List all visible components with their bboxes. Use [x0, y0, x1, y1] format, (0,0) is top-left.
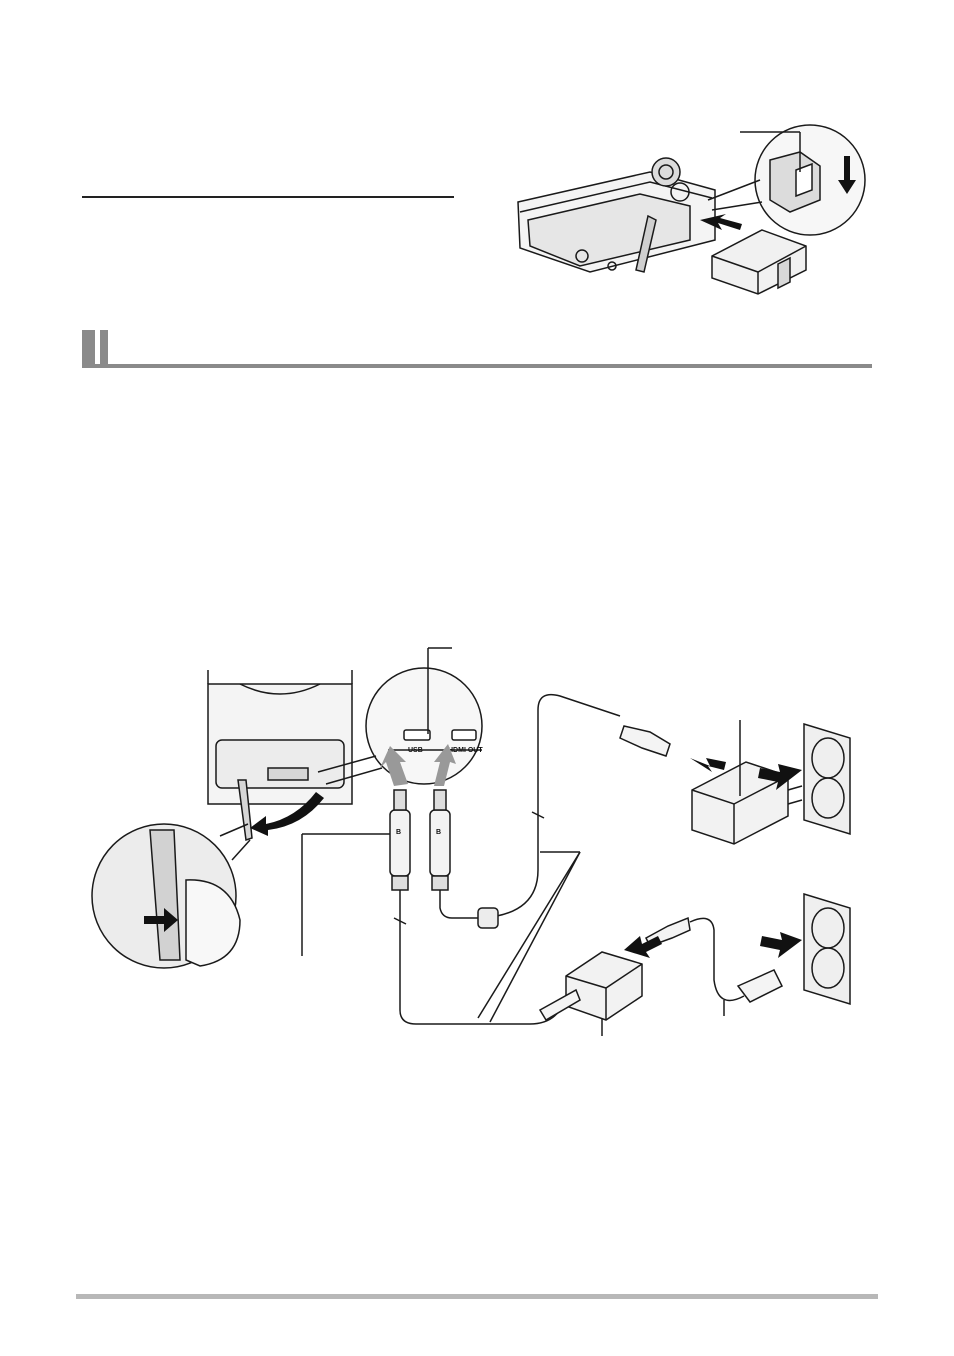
usb-port-label: USB — [408, 747, 423, 754]
hdmi-port — [451, 729, 477, 741]
arrow-plug-lower-outlet-icon — [760, 932, 802, 958]
micro-usb-plug-left — [389, 809, 411, 877]
arrow-unplug-upper-icon — [690, 758, 726, 772]
usb-cable-upper — [439, 693, 621, 919]
usb-a-plug-upper — [619, 725, 671, 757]
port-zoom-callout — [365, 667, 483, 785]
ferrite-core — [477, 907, 499, 929]
ac-adapter-upper — [691, 761, 789, 845]
battery-cover-latch — [607, 261, 617, 271]
mains-plug — [736, 969, 784, 1003]
usb-a-plug-lower — [538, 988, 581, 1022]
arrow-insert-right-icon — [434, 744, 456, 786]
arrow-plug-upper-outlet-icon — [758, 764, 802, 790]
arrow-pull-battery-icon — [700, 214, 742, 230]
usb-charging-illustration: USB HDMI OUT B B — [91, 647, 851, 1036]
open-battery-cover — [635, 214, 657, 273]
power-cord — [689, 917, 745, 1002]
footer-rule — [76, 1294, 878, 1299]
arrow-unplug-lower-icon — [624, 936, 662, 958]
heading-underline — [82, 196, 454, 198]
usb-cable-lower — [399, 890, 561, 1025]
wall-outlet-lower — [803, 892, 851, 1006]
tripod-socket — [575, 249, 589, 263]
ac-adapter-lower — [565, 951, 643, 1021]
port-cover — [267, 767, 309, 781]
mode-dial — [651, 157, 681, 187]
arrow-curve-cover-icon — [250, 792, 324, 836]
open-cover-flap — [237, 779, 253, 841]
control-dial — [670, 182, 690, 202]
plug-mark-right: B — [436, 829, 441, 836]
arrow-down-icon — [838, 156, 856, 194]
arrow-push-icon — [144, 908, 178, 932]
plug-mark-left: B — [396, 829, 401, 836]
arrow-insert-left-icon — [380, 746, 408, 786]
battery-removal-illustration — [517, 124, 866, 295]
battery-pack — [711, 229, 807, 295]
section-heading-bar — [82, 330, 872, 370]
hdmi-port-label: HDMI OUT — [448, 747, 483, 754]
micro-usb-plug-right — [429, 809, 451, 877]
usb-port — [403, 729, 431, 741]
wall-outlet-upper — [803, 722, 851, 836]
